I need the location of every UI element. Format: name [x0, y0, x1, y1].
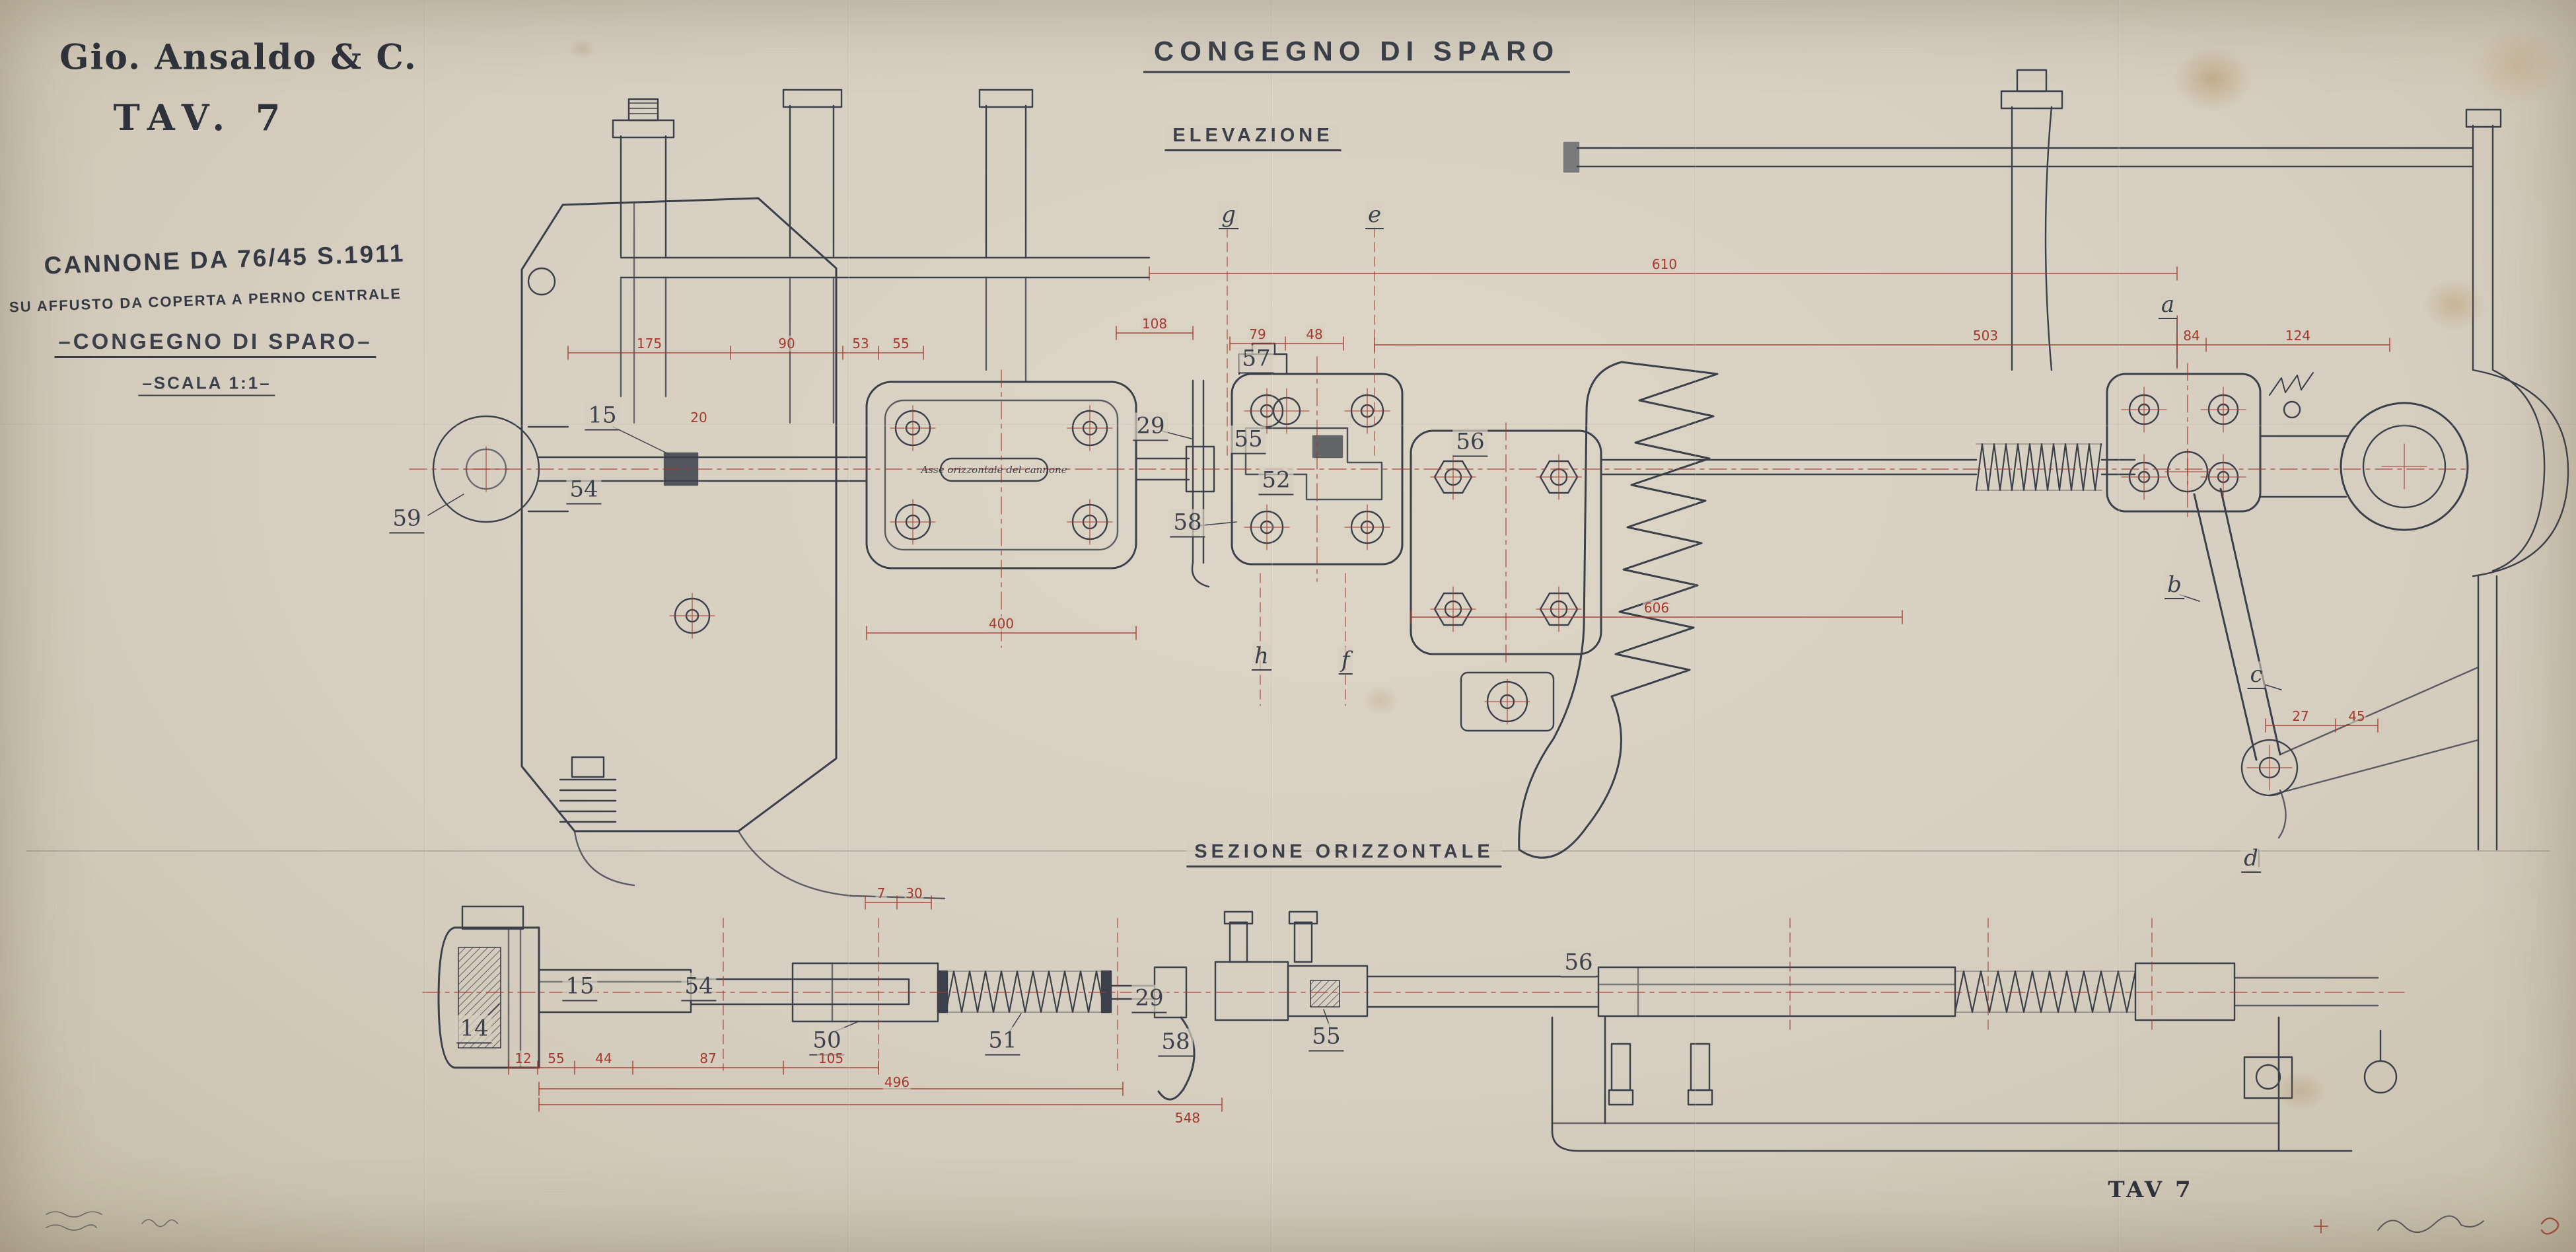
part-label-29: 29 — [1133, 412, 1168, 441]
dim-label: 548 — [1173, 1110, 1202, 1126]
ref-letter-c: c — [2247, 661, 2266, 689]
dim-label: 124 — [2283, 328, 2312, 344]
handwritten-notes — [46, 1211, 178, 1231]
dimension-lines — [508, 266, 2390, 1112]
dim-label: 610 — [1650, 256, 1679, 272]
dim-label: 48 — [1305, 326, 1324, 342]
dim-label: 606 — [1642, 600, 1671, 616]
dim-label: 496 — [882, 1074, 912, 1090]
part-label-56-section: 56 — [1561, 949, 1596, 978]
plate-number: TAV. 7 — [113, 96, 290, 139]
ref-letter-b: b — [2165, 571, 2184, 599]
dim-label: 79 — [1248, 326, 1268, 342]
elevation-view-drawing — [427, 69, 2569, 900]
bolt-crosshairs — [463, 387, 2427, 791]
part-label-15-section: 15 — [562, 973, 598, 1002]
dim-label: 55 — [546, 1050, 566, 1066]
view-label-section: SEZIONE ORIZZONTALE — [1186, 841, 1502, 867]
main-title: CONGEGNO DI SPARO — [1143, 35, 1571, 73]
dim-label: 12 — [513, 1050, 533, 1066]
dim-label: 175 — [635, 336, 664, 351]
ref-letter-f: f — [1338, 647, 1353, 675]
drawing-scale: –SCALA 1:1– — [138, 373, 275, 396]
dim-label: 20 — [689, 410, 709, 425]
ref-letter-e: e — [1365, 202, 1384, 229]
centerlines — [409, 356, 2468, 993]
part-label-51: 51 — [985, 1027, 1020, 1056]
part-label-52: 52 — [1258, 466, 1294, 496]
dim-label: 108 — [1140, 316, 1169, 332]
dim-label: 90 — [777, 336, 797, 351]
drawing-subject: –CONGEGNO DI SPARO– — [54, 329, 376, 358]
dim-label: 400 — [987, 616, 1016, 632]
ref-letter-h: h — [1252, 643, 1271, 671]
part-label-54-section: 54 — [681, 973, 717, 1002]
section-plane-lines — [723, 227, 2178, 1071]
dim-label: 105 — [816, 1050, 845, 1066]
part-label-15: 15 — [585, 402, 620, 431]
part-label-56: 56 — [1452, 428, 1488, 457]
part-label-54: 54 — [566, 476, 602, 505]
signature-scribble — [2377, 1215, 2484, 1233]
ref-letter-a: a — [2158, 291, 2178, 319]
footer-plate-number: TAV 7 — [2108, 1177, 2194, 1203]
part-label-59: 59 — [389, 505, 425, 534]
dim-label: 55 — [891, 336, 911, 351]
part-label-57: 57 — [1238, 345, 1274, 374]
part-label-14: 14 — [456, 1015, 492, 1044]
part-label-29-section: 29 — [1131, 984, 1167, 1013]
axis-annotation: Asse orizzontale del cannone — [921, 464, 1067, 476]
part-label-58: 58 — [1170, 509, 1205, 538]
dim-label: 27 — [2291, 708, 2310, 724]
company-name: Gio. Ansaldo & C. — [59, 37, 417, 78]
dim-label: 503 — [1971, 328, 2000, 344]
part-label-55: 55 — [1231, 425, 1266, 455]
section-view-drawing — [437, 905, 2398, 1152]
dim-label: 30 — [904, 885, 924, 901]
dim-label: 44 — [594, 1050, 614, 1066]
dim-label: 87 — [698, 1050, 718, 1066]
part-label-58-section: 58 — [1158, 1028, 1194, 1057]
view-label-elevation: ELEVAZIONE — [1164, 125, 1342, 151]
ref-letter-d: d — [2241, 845, 2261, 873]
dim-label: 45 — [2347, 708, 2367, 724]
dim-label: 7 — [875, 885, 887, 901]
part-label-55-section: 55 — [1308, 1023, 1344, 1052]
ref-letter-g: g — [1219, 202, 1238, 229]
dim-label: 53 — [851, 336, 871, 351]
dim-label: 84 — [2182, 328, 2201, 344]
red-corner-marks — [2314, 1217, 2559, 1235]
